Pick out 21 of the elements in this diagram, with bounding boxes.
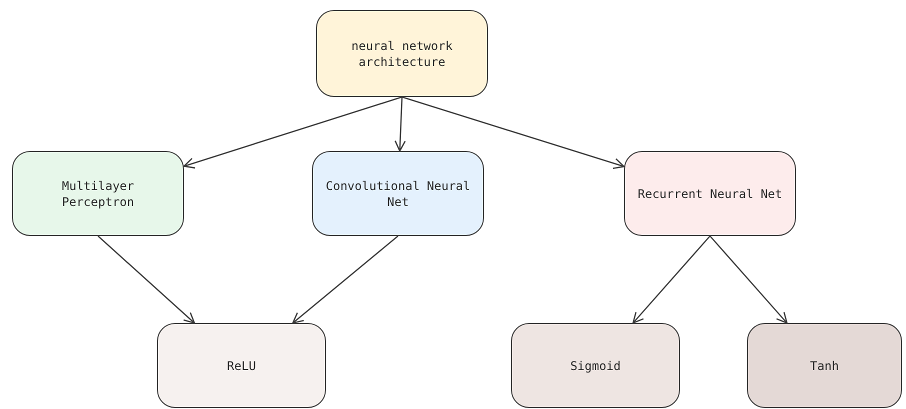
process-box	[157, 323, 326, 408]
process-box	[316, 10, 488, 97]
arrow	[394, 96, 406, 152]
node-label: Tanh	[810, 358, 839, 374]
node-label: Sigmoid	[570, 358, 621, 374]
node-label: Convolutional Neural Net	[325, 178, 471, 210]
process-box	[12, 151, 184, 236]
process-box	[312, 151, 484, 236]
arrow	[402, 96, 625, 169]
arrow	[292, 236, 398, 324]
node-label: Multilayer Perceptron	[60, 178, 136, 210]
node-label: ReLU	[227, 358, 256, 374]
node-label: Recurrent Neural Net	[638, 186, 782, 202]
process-box	[624, 151, 796, 236]
arrow	[710, 236, 788, 324]
node-label: neural network architecture	[350, 38, 454, 70]
arrow	[632, 236, 710, 324]
arrow	[183, 96, 402, 169]
arrow	[98, 236, 196, 324]
process-box	[747, 323, 902, 408]
process-box	[511, 323, 680, 408]
